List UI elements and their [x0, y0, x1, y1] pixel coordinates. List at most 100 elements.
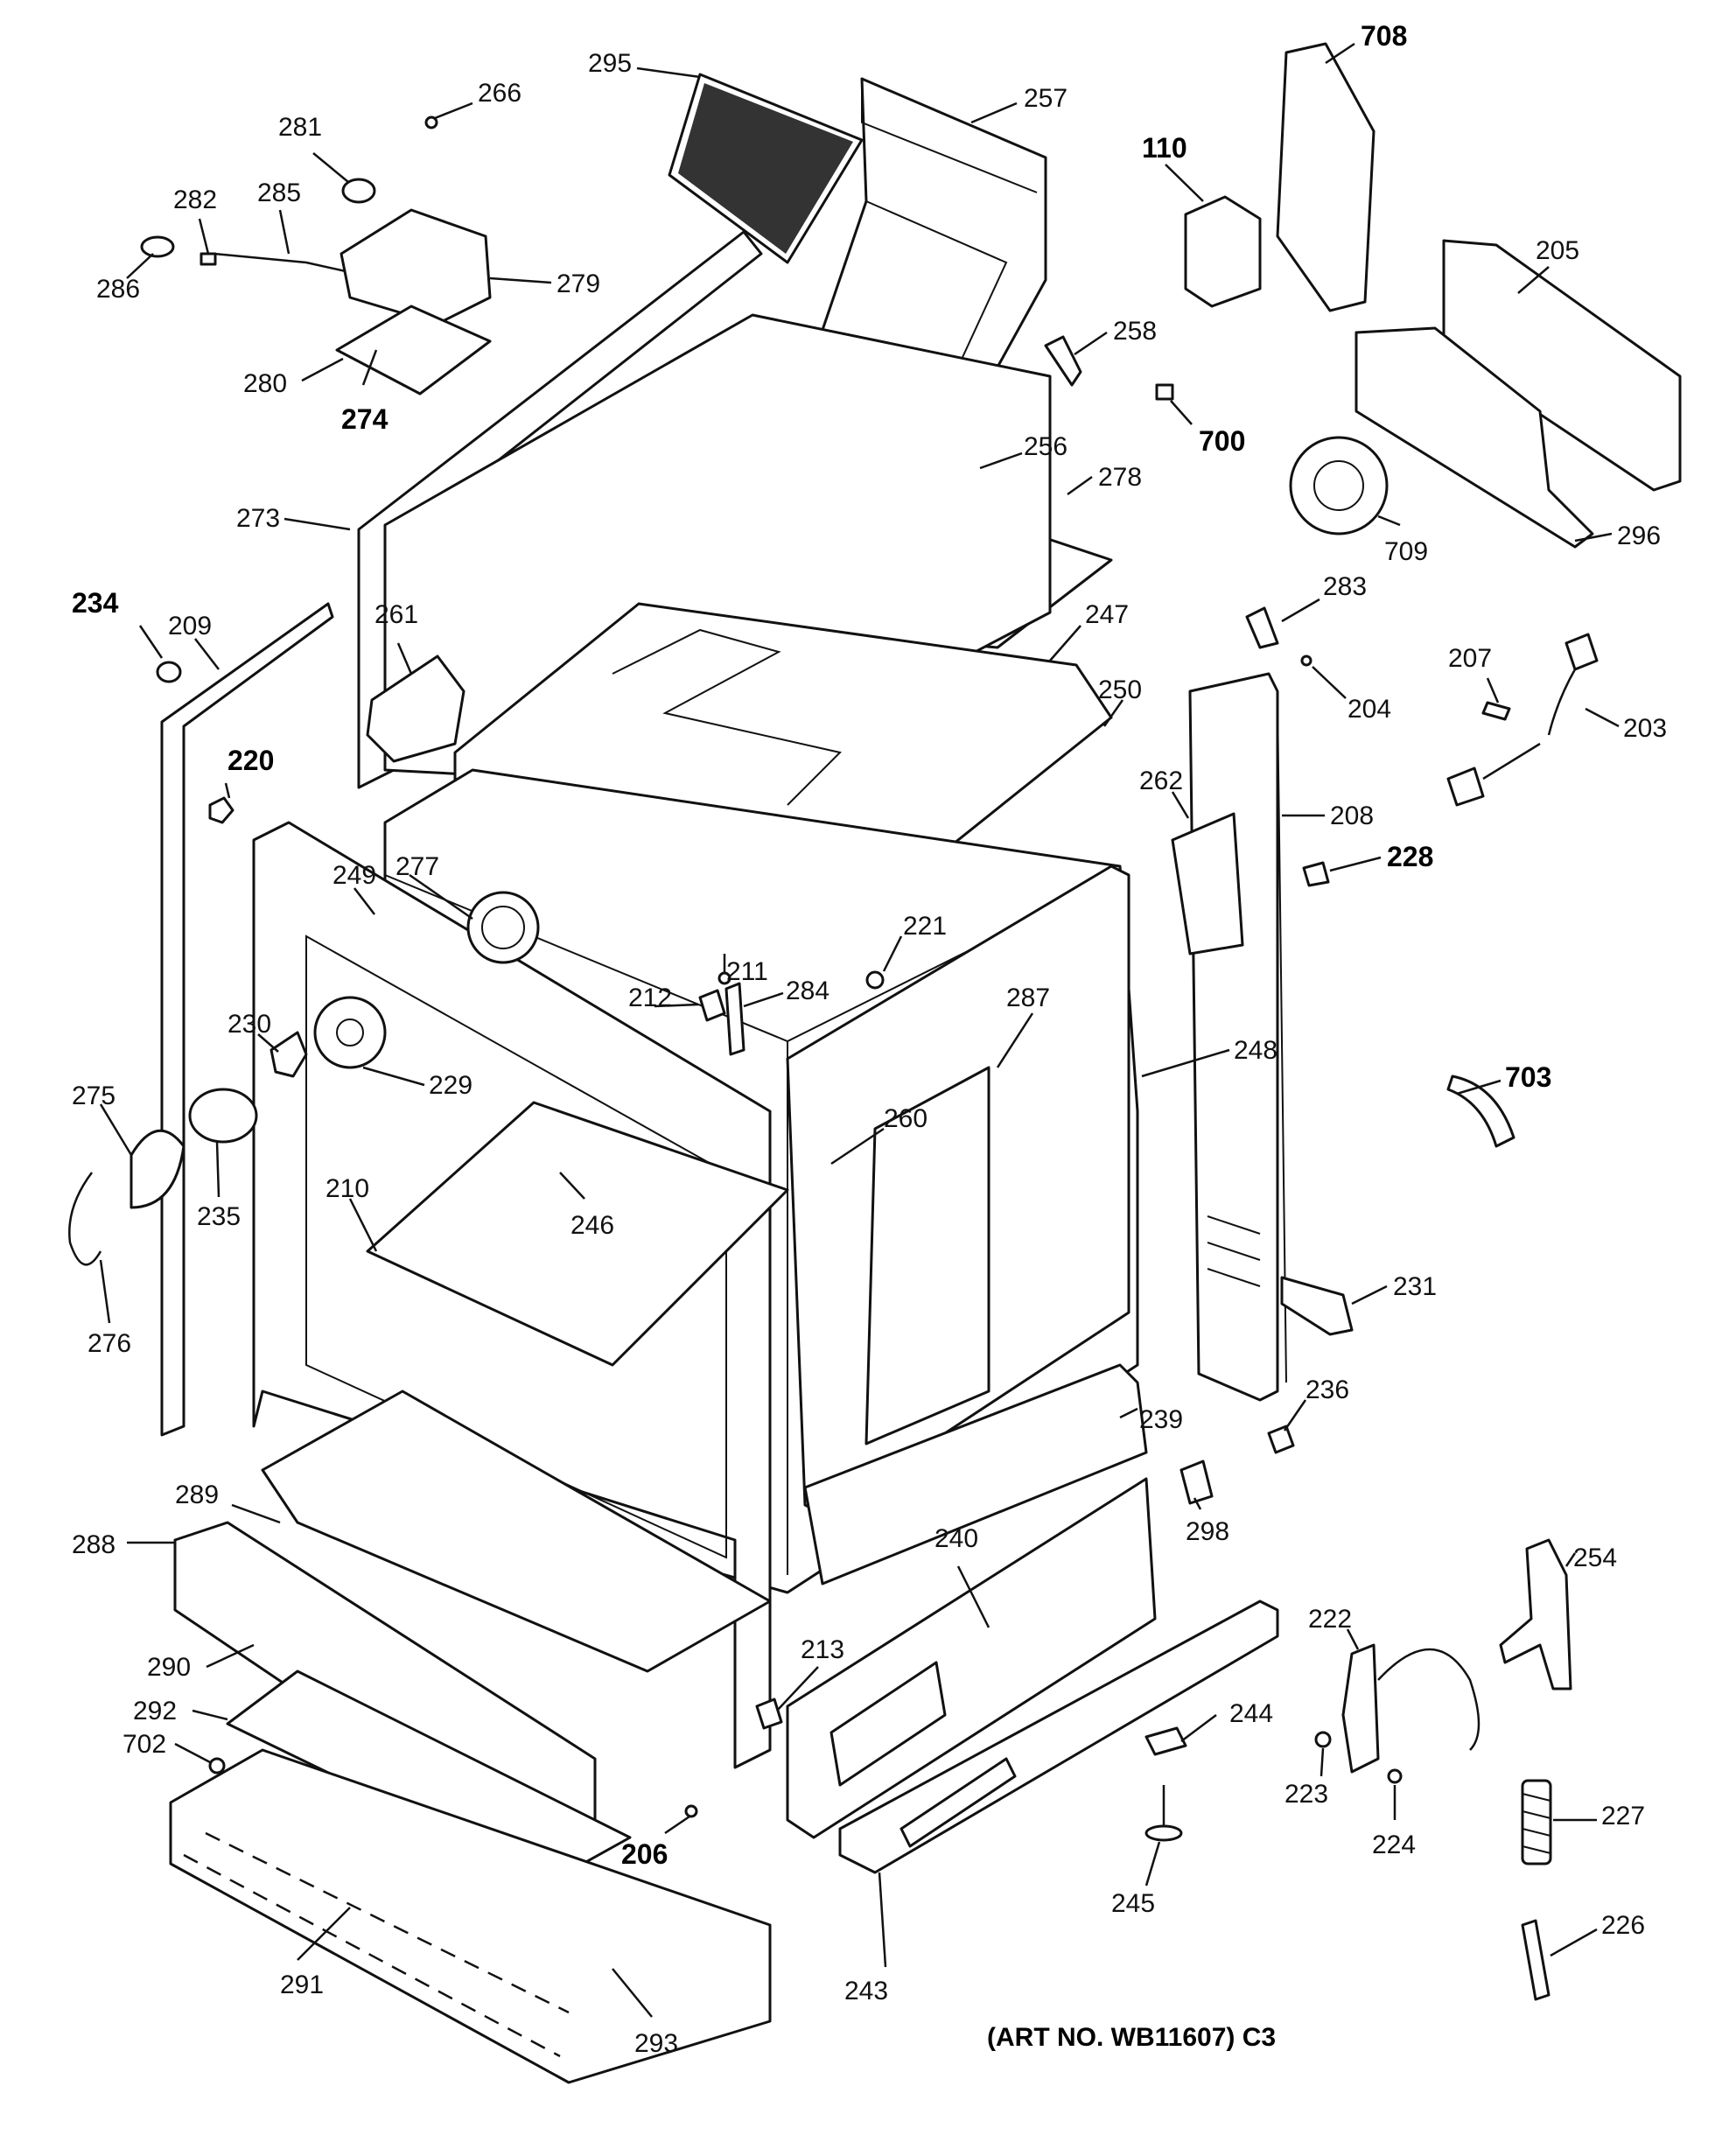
callout-222: 222: [1308, 1605, 1352, 1634]
callout-205: 205: [1536, 236, 1579, 265]
heat-shield-287: [864, 1066, 990, 1446]
callout-228: 228: [1387, 841, 1433, 872]
callout-224: 224: [1372, 1830, 1416, 1859]
callout-288: 288: [72, 1530, 116, 1559]
bracket-284: [724, 982, 746, 1056]
clip-207: [1481, 701, 1511, 721]
callout-248: 248: [1234, 1036, 1278, 1065]
callout-206: 206: [621, 1838, 668, 1870]
callout-245: 245: [1111, 1889, 1155, 1918]
callout-110: 110: [1142, 132, 1187, 164]
callout-280: 280: [243, 369, 287, 398]
callout-258: 258: [1113, 317, 1157, 346]
callout-282: 282: [173, 186, 217, 214]
bracket-213: [755, 1698, 783, 1730]
callout-244: 244: [1229, 1699, 1273, 1728]
left-side-panel-209: [160, 602, 334, 1437]
screw-206: [684, 1804, 698, 1818]
callout-285: 285: [257, 178, 301, 207]
callout-290: 290: [147, 1653, 191, 1682]
callout-229: 229: [429, 1071, 472, 1100]
callout-273: 273: [236, 504, 280, 533]
callout-289: 289: [175, 1480, 219, 1509]
valve-assembly-279: [340, 208, 492, 326]
nut-224: [1387, 1768, 1403, 1784]
callout-262: 262: [1139, 766, 1183, 795]
mounting-plate-280: [335, 304, 492, 396]
callout-212: 212: [628, 984, 672, 1012]
rear-panel-296: [1354, 326, 1594, 549]
control-110: [1184, 195, 1262, 308]
insulation-block-261: [366, 654, 466, 763]
callout-246: 246: [570, 1211, 614, 1240]
hinge-link-226: [1521, 1919, 1550, 2001]
lamp-receptacle-plate-229: [313, 996, 387, 1069]
callout-227: 227: [1601, 1802, 1645, 1830]
lamp-lens-275: [130, 1129, 186, 1209]
clip-244: [1144, 1726, 1187, 1756]
leader-lines: [99, 42, 1620, 2018]
callout-298: 298: [1186, 1517, 1229, 1546]
callout-277: 277: [396, 852, 439, 881]
callout-702: 702: [122, 1730, 166, 1759]
callout-235: 235: [197, 1202, 241, 1231]
callout-204: 204: [1348, 695, 1391, 724]
callout-293: 293: [634, 2029, 678, 2058]
callout-250: 250: [1098, 676, 1142, 704]
callout-281: 281: [278, 113, 322, 142]
screw-223: [1314, 1731, 1332, 1748]
callout-261: 261: [374, 600, 418, 629]
callout-276: 276: [88, 1329, 131, 1358]
bracket-283: [1245, 606, 1279, 649]
callout-266: 266: [478, 79, 522, 108]
insulation-pad-295: [668, 73, 864, 264]
nut-702: [208, 1757, 226, 1774]
insulation-262: [1171, 812, 1244, 956]
shaft-285: [214, 252, 346, 273]
callout-256: 256: [1024, 432, 1068, 461]
spring-227: [1521, 1779, 1552, 1866]
callout-249: 249: [332, 861, 376, 890]
callout-286: 286: [96, 275, 140, 304]
callout-260: 260: [884, 1104, 928, 1133]
callout-239: 239: [1139, 1405, 1183, 1434]
bulb-235: [188, 1088, 258, 1144]
callout-700: 700: [1199, 425, 1245, 457]
callout-234: 234: [72, 587, 119, 619]
leveling-leg-245: [1144, 1785, 1183, 1842]
callout-207: 207: [1448, 644, 1492, 673]
callout-703: 703: [1505, 1061, 1551, 1093]
callout-240: 240: [934, 1524, 978, 1553]
drawer-liner-289: [261, 1390, 772, 1673]
art-number-label: (ART NO. WB11607) C3: [987, 2023, 1276, 2052]
callout-708: 708: [1361, 20, 1407, 52]
callout-257: 257: [1024, 84, 1068, 113]
callout-208: 208: [1330, 802, 1374, 830]
callout-213: 213: [801, 1635, 844, 1664]
callout-230: 230: [228, 1010, 271, 1039]
callout-231: 231: [1393, 1272, 1437, 1301]
callout-203: 203: [1623, 714, 1667, 743]
callout-284: 284: [786, 976, 830, 1005]
bracket-212: [698, 989, 726, 1022]
bracket-703: [1446, 1074, 1516, 1148]
screw-204: [1300, 654, 1312, 667]
nut-220: [208, 796, 234, 824]
rear-panel-208: [1277, 699, 1287, 1383]
callout-275: 275: [72, 1082, 116, 1110]
screw-266: [424, 116, 438, 130]
knob-286: [140, 235, 175, 258]
callout-295: 295: [588, 49, 632, 78]
flange-709: [1289, 436, 1389, 536]
lens-clip-276: [68, 1172, 102, 1266]
callout-296: 296: [1617, 522, 1661, 550]
hinge-222: [1341, 1643, 1380, 1774]
vent-ring-277: [466, 891, 540, 964]
drawer-bottom-291: [169, 1748, 772, 2084]
bottom-structure-239: [803, 1363, 1148, 1586]
callout-220: 220: [228, 745, 274, 776]
housing-708: [1276, 42, 1376, 312]
callout-223: 223: [1284, 1780, 1328, 1809]
callout-283: 283: [1323, 572, 1367, 601]
